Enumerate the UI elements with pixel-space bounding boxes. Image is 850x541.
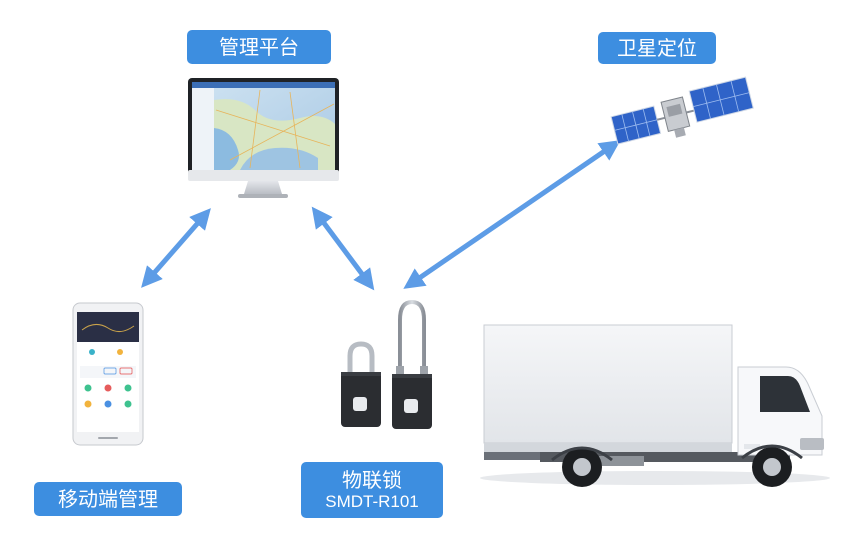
mobile-management-text: 移动端管理 (58, 486, 158, 511)
satellite-positioning-label: 卫星定位 (598, 32, 716, 64)
management-platform-text: 管理平台 (219, 34, 299, 59)
iot-lock-label: 物联锁 SMDT-R101 (301, 462, 443, 518)
connection-arrows (141, 140, 621, 291)
iot-lock-name: 物联锁 (342, 467, 402, 492)
truck-icon (480, 324, 830, 487)
phone-icon (72, 302, 144, 446)
iot-lock-model: SMDT-R101 (325, 491, 419, 511)
cable-lock-icon (392, 299, 432, 429)
arrow-platform-mobile (141, 208, 211, 288)
satellite-icon (610, 76, 754, 145)
padlock-icon (341, 341, 381, 427)
satellite-positioning-text: 卫星定位 (617, 35, 697, 60)
arrow-satellite-lock (403, 140, 621, 289)
management-platform-label: 管理平台 (187, 30, 331, 64)
monitor-icon (188, 78, 339, 198)
mobile-management-label: 移动端管理 (34, 482, 182, 516)
arrow-platform-lock (311, 206, 375, 291)
